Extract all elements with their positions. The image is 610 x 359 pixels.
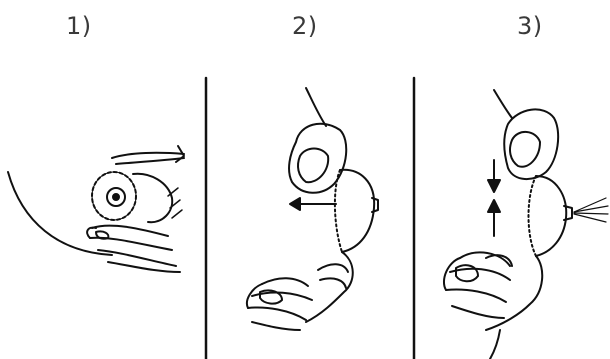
panel-2-illustration xyxy=(247,88,378,330)
panel-1-illustration xyxy=(8,146,184,272)
panel-3-illustration xyxy=(444,90,608,359)
